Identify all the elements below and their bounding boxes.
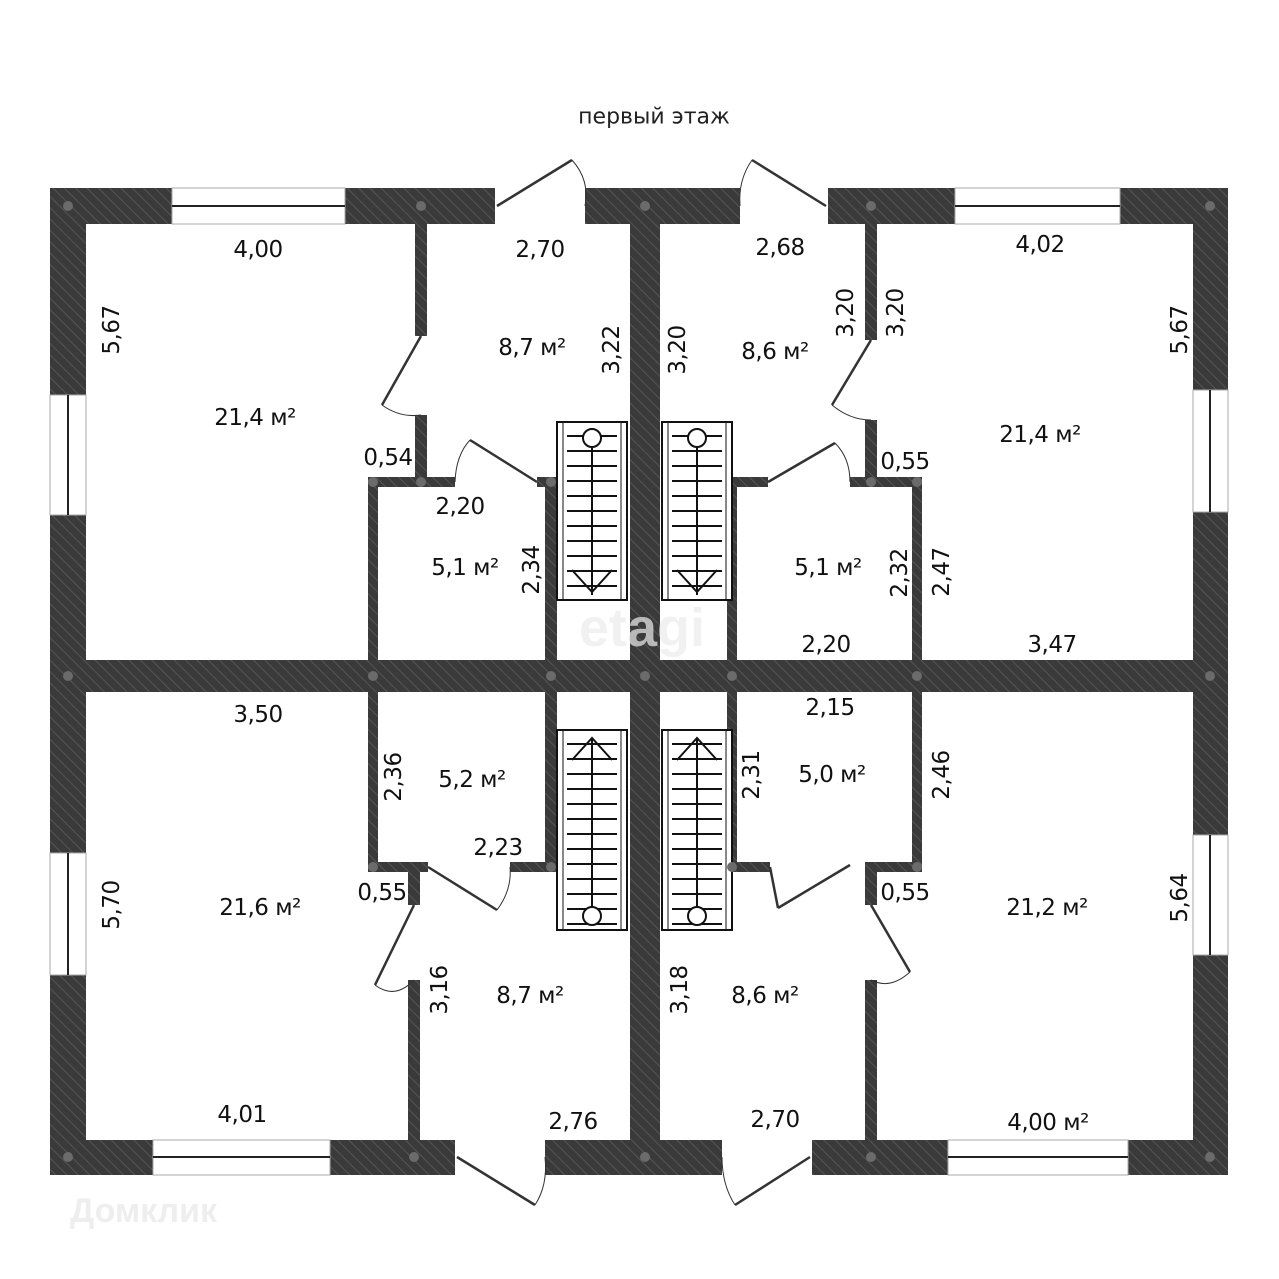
dimension: 3,20: [665, 325, 691, 375]
dimension: 2,68: [755, 235, 805, 261]
room-area: 5,2 м²: [438, 767, 506, 793]
dimension: 3,20: [833, 288, 859, 338]
room-area: 8,7 м²: [496, 983, 564, 1009]
pillar-dot: [546, 477, 556, 487]
pillar-dot: [866, 201, 876, 211]
staircase: [661, 421, 733, 601]
dimension: 2,76: [548, 1109, 598, 1135]
dimension: 5,64: [1167, 873, 1193, 923]
pillar-dot: [409, 1152, 419, 1162]
pillar-dot: [63, 1152, 73, 1162]
pillar-dot: [63, 201, 73, 211]
dimension: 4,01: [217, 1102, 267, 1128]
dimension: 2,15: [805, 695, 855, 721]
room-area: 21,2 м²: [1006, 895, 1088, 921]
pillar-dot: [727, 671, 737, 681]
pillar-dot: [416, 477, 426, 487]
dimension: 2,23: [473, 835, 523, 861]
dimension: 3,16: [427, 965, 453, 1015]
pillars: [63, 201, 1215, 1162]
dimension: 2,46: [929, 750, 955, 800]
room-area: 8,6 м²: [731, 983, 799, 1009]
pillar-dot: [866, 477, 876, 487]
staircase: [556, 729, 628, 931]
room-area: 21,4 м²: [999, 422, 1081, 448]
pillar-dot: [63, 671, 73, 681]
dimension: 3,50: [233, 702, 283, 728]
dimension: 0,55: [357, 880, 407, 906]
pillar-dot: [912, 862, 922, 872]
door-gaps: [455, 188, 828, 1175]
dimension: 2,47: [929, 547, 955, 597]
dimension: 5,67: [99, 305, 125, 355]
etagi-watermark: etagi: [578, 598, 706, 658]
pillar-dot: [416, 201, 426, 211]
domclick-watermark: Домклик: [70, 1192, 218, 1230]
walls: [50, 188, 1228, 1175]
pillar-dot: [368, 862, 378, 872]
staircases: [556, 421, 733, 931]
doors: [373, 158, 912, 1207]
dimension: 2,70: [515, 237, 565, 263]
pillar-dot: [640, 201, 650, 211]
pillar-dot: [912, 477, 922, 487]
window-glass: [67, 205, 1211, 1158]
pillar-dot: [546, 671, 556, 681]
dimension: 2,31: [739, 750, 765, 800]
staircase: [556, 421, 628, 601]
room-area: 21,4 м²: [214, 405, 296, 431]
dimension: 0,54: [363, 445, 413, 471]
dimension: 2,70: [750, 1107, 800, 1133]
dimension: 3,22: [599, 325, 625, 375]
room-area: 5,1 м²: [431, 555, 499, 581]
pillar-dot: [727, 862, 737, 872]
dimension: 5,67: [1167, 305, 1193, 355]
pillar-dot: [368, 671, 378, 681]
dimension: 2,34: [519, 545, 545, 595]
floor-title: первый этаж: [578, 104, 730, 130]
pillar-dot: [1205, 201, 1215, 211]
room-area: 8,6 м²: [741, 339, 809, 365]
dimension: 3,20: [883, 288, 909, 338]
staircase: [661, 729, 733, 931]
dimension: 2,20: [435, 494, 485, 520]
dimension: 3,47: [1027, 632, 1077, 658]
dimension: 4,00: [233, 237, 283, 263]
pillar-dot: [1205, 1152, 1215, 1162]
room-area: 5,1 м²: [794, 555, 862, 581]
pillar-dot: [640, 671, 650, 681]
pillar-dot: [640, 1152, 650, 1162]
dimension: 0,55: [880, 449, 930, 475]
pillar-dot: [368, 477, 378, 487]
dimension: 4,00 м²: [1007, 1110, 1089, 1136]
dimension: 2,32: [887, 548, 913, 598]
dimension: 4,02: [1015, 232, 1065, 258]
pillar-dot: [546, 862, 556, 872]
room-area: 8,7 м²: [498, 335, 566, 361]
pillar-dot: [912, 671, 922, 681]
dimension: 2,36: [381, 752, 407, 802]
room-area: 5,0 м²: [798, 762, 866, 788]
pillar-dot: [1205, 671, 1215, 681]
room-area: 21,6 м²: [219, 895, 301, 921]
dimension: 5,70: [99, 880, 125, 930]
dimension: 2,20: [801, 632, 851, 658]
dimension: 3,18: [667, 965, 693, 1015]
pillar-dot: [866, 1152, 876, 1162]
dimension: 0,55: [880, 880, 930, 906]
